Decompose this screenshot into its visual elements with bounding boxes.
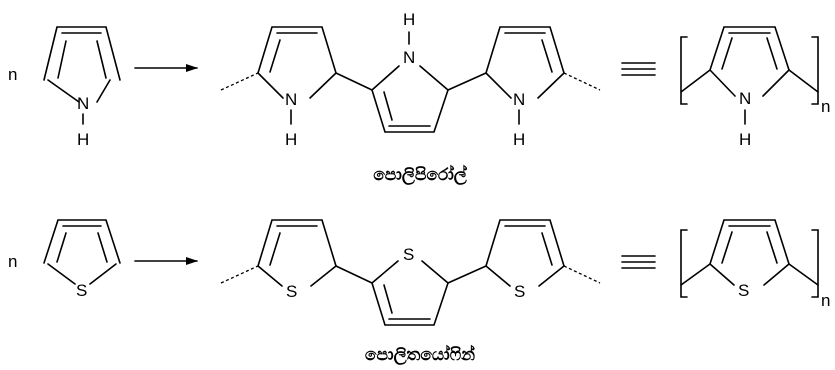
thiophene-monomer: S <box>43 219 121 300</box>
sulfur-atom: S <box>738 281 749 300</box>
polymer-name: පොලිපිරෝල් <box>373 164 468 186</box>
coefficient-n: n <box>8 65 17 84</box>
polypyrrole-repeat-unit: N H n <box>680 26 830 149</box>
polypyrrole-reaction: n N H N H N <box>8 10 830 186</box>
polythiophene-reaction: n S S S S <box>8 219 830 366</box>
repeat-subscript: n <box>821 97 830 116</box>
hydrogen-atom: H <box>285 130 297 149</box>
polypyrrole-chain: N H N H N H <box>220 10 601 149</box>
nitrogen-atom: N <box>285 90 297 109</box>
coefficient-n: n <box>8 252 17 271</box>
pyrrole-monomer: N H <box>43 26 121 149</box>
equivalence-sign <box>621 62 656 76</box>
nitrogen-atom: N <box>739 89 751 108</box>
nitrogen-atom: N <box>77 94 89 113</box>
repeat-subscript: n <box>821 291 830 310</box>
sulfur-atom: S <box>403 245 414 264</box>
hydrogen-atom: H <box>403 10 415 29</box>
polythiophene-repeat-unit: S n <box>680 219 830 310</box>
polythiophene-chain: S S S <box>220 219 601 326</box>
nitrogen-atom: N <box>403 48 415 67</box>
sulfur-atom: S <box>286 282 297 301</box>
sulfur-atom: S <box>514 282 525 301</box>
polymer-name: පොලිතයෝෆින් <box>365 344 475 366</box>
equivalence-sign <box>621 255 656 269</box>
hydrogen-atom: H <box>77 130 89 149</box>
nitrogen-atom: N <box>513 90 525 109</box>
hydrogen-atom: H <box>739 130 751 149</box>
hydrogen-atom: H <box>513 130 525 149</box>
sulfur-atom: S <box>76 281 87 300</box>
